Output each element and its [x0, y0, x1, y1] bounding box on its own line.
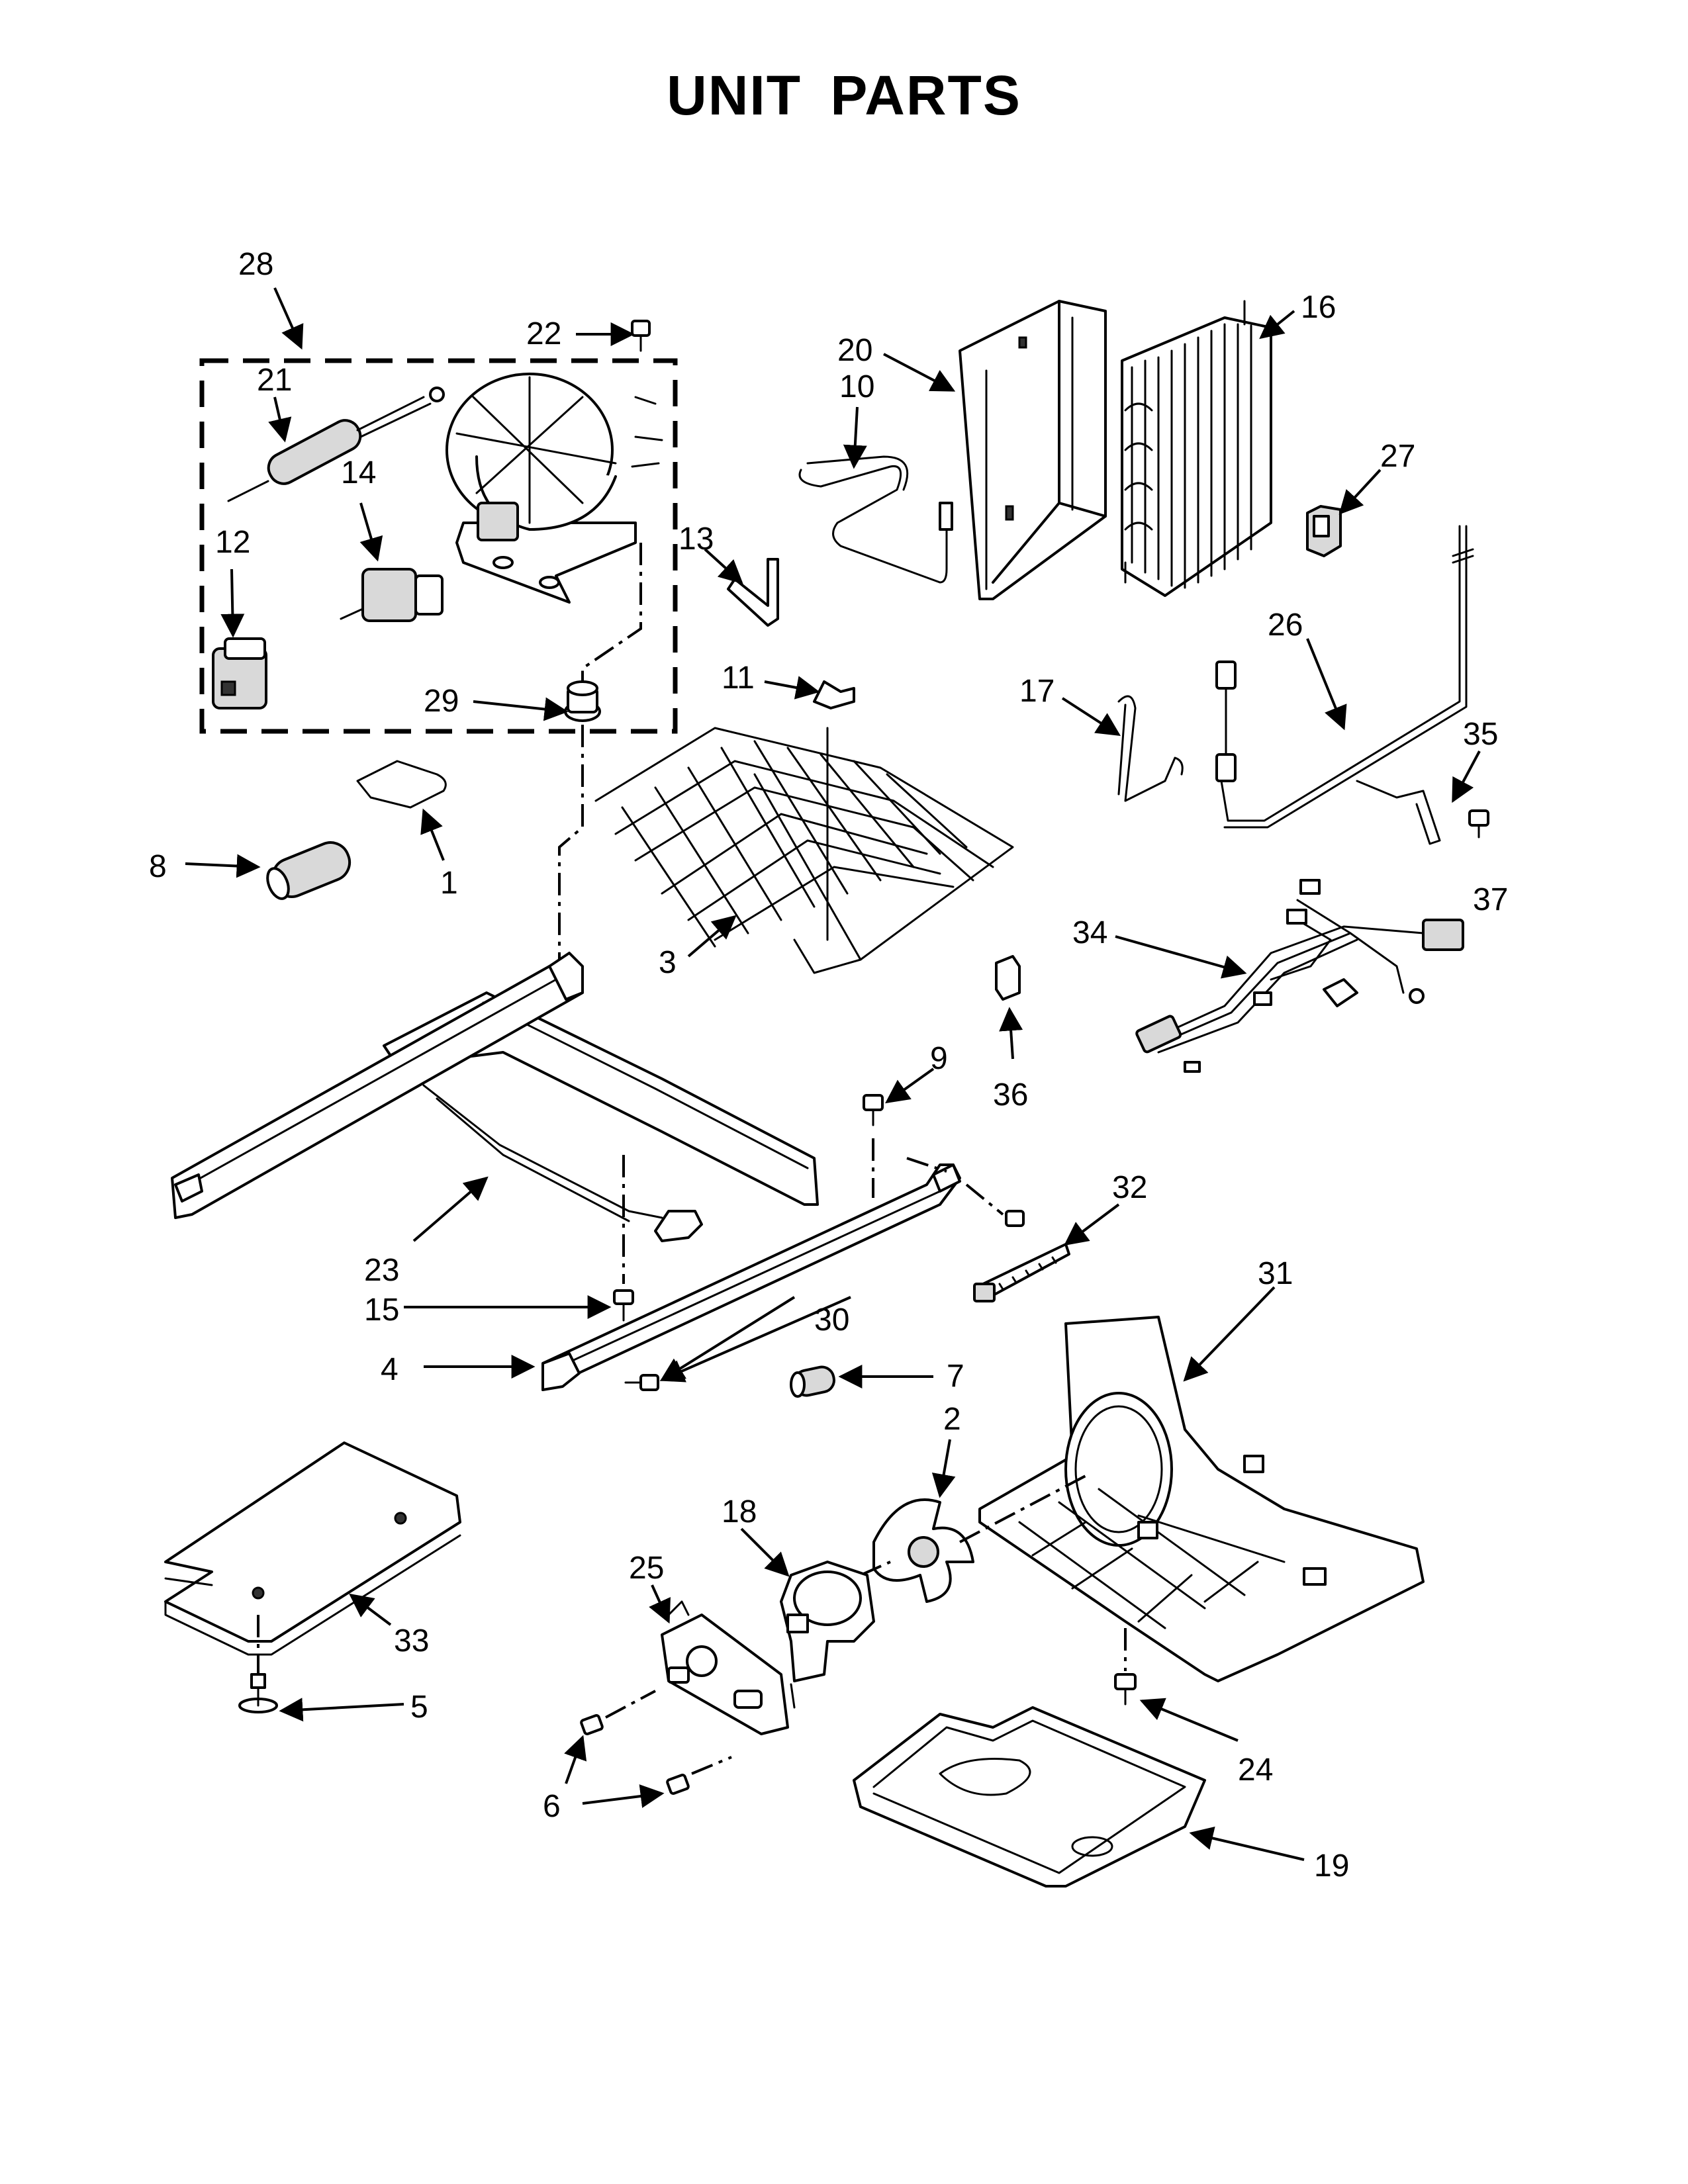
callout-16: 16 — [1301, 290, 1336, 325]
compressor-mount-line — [581, 543, 642, 682]
clip-36-part — [995, 955, 1021, 1001]
wire-harness-part — [1135, 879, 1464, 1073]
leader-lines — [185, 287, 1481, 1861]
fan-shroud-base-part — [978, 1316, 1425, 1682]
screw-24-part — [1114, 1673, 1137, 1706]
fan-motor-part — [780, 1561, 875, 1709]
clip-27-part — [1306, 505, 1342, 557]
callout-18: 18 — [722, 1494, 757, 1529]
callout-34: 34 — [1072, 915, 1107, 950]
relay-part — [212, 637, 267, 709]
bracket-35-part — [1356, 780, 1441, 845]
screw-6-line — [605, 1690, 732, 1775]
compressor-to-frame-line — [558, 725, 584, 973]
callout-2: 2 — [943, 1402, 961, 1437]
callout-19: 19 — [1314, 1848, 1349, 1884]
callout-10: 10 — [839, 369, 874, 404]
callout-21: 21 — [257, 363, 292, 398]
callout-22: 22 — [526, 316, 561, 351]
front-rail-4-part — [541, 1163, 961, 1391]
compressor-kit-dashed-box — [199, 358, 678, 734]
callout-11: 11 — [722, 660, 755, 696]
callout-3: 3 — [659, 945, 677, 980]
screw-30-line — [906, 1157, 1004, 1216]
callout-9: 9 — [930, 1041, 948, 1076]
spacer-7-part — [790, 1365, 835, 1398]
side-rail-left-part — [171, 952, 584, 1219]
evaporator-part — [594, 727, 1014, 974]
callout-14: 14 — [341, 455, 376, 490]
grommet-part — [564, 680, 601, 722]
callout-17: 17 — [1019, 674, 1055, 709]
callout-31: 31 — [1258, 1256, 1293, 1291]
screw-30-part — [624, 1210, 1025, 1391]
tie-strap-part — [973, 1243, 1070, 1302]
motor-bracket-part — [661, 1600, 789, 1735]
drain-pan-part — [853, 1706, 1206, 1888]
insulation-pad-part — [164, 1441, 461, 1656]
defrost-heater-part — [1215, 525, 1474, 829]
callout-7: 7 — [947, 1359, 964, 1394]
screw-6-part — [580, 1714, 690, 1795]
callout-32: 32 — [1112, 1170, 1147, 1205]
callout-23: 23 — [364, 1253, 399, 1288]
callout-30: 30 — [814, 1302, 849, 1338]
tube-8-part — [266, 841, 352, 900]
callout-4: 4 — [381, 1352, 399, 1387]
callout-35: 35 — [1463, 717, 1498, 752]
fan-blade-part — [872, 1498, 974, 1603]
callout-27: 27 — [1380, 439, 1415, 474]
condenser-tube-part — [798, 455, 953, 584]
callout-25: 25 — [629, 1551, 664, 1586]
callout-8: 8 — [149, 849, 167, 884]
callout-13: 13 — [679, 522, 714, 557]
callout-36: 36 — [993, 1077, 1028, 1113]
callout-37: 37 — [1473, 882, 1508, 917]
fan-blade-line — [860, 1475, 1086, 1576]
callout-5: 5 — [410, 1690, 428, 1725]
callout-24: 24 — [1238, 1752, 1273, 1788]
callout-28: 28 — [238, 247, 273, 282]
screw-15-part — [613, 1289, 634, 1322]
clip-1-part — [356, 760, 447, 809]
callout-12: 12 — [215, 525, 250, 560]
screw-22-part — [631, 320, 651, 352]
callout-15: 15 — [364, 1293, 399, 1328]
condenser-shroud-part — [959, 300, 1107, 600]
callout-1: 1 — [440, 866, 458, 901]
screw-37-part — [1468, 809, 1489, 839]
clip-11-part — [813, 680, 855, 709]
page-title: UNIT PARTS — [667, 64, 1021, 126]
filter-drier-part — [227, 387, 445, 502]
compressor-part — [445, 373, 663, 604]
overload-part — [340, 568, 444, 622]
screw-5-part — [238, 1673, 278, 1713]
tube-17-part — [1117, 695, 1184, 802]
tube-13-part — [727, 558, 779, 627]
callout-33: 33 — [394, 1623, 429, 1659]
screw-9-part — [863, 1094, 884, 1126]
callout-20: 20 — [837, 333, 872, 368]
condenser-coil-part — [1121, 300, 1272, 597]
callout-6: 6 — [543, 1789, 561, 1824]
callout-labels: 28 21 22 14 12 29 20 10 16 27 13 11 17 2… — [149, 247, 1508, 1884]
callout-26: 26 — [1268, 608, 1303, 643]
callout-29: 29 — [424, 684, 459, 719]
